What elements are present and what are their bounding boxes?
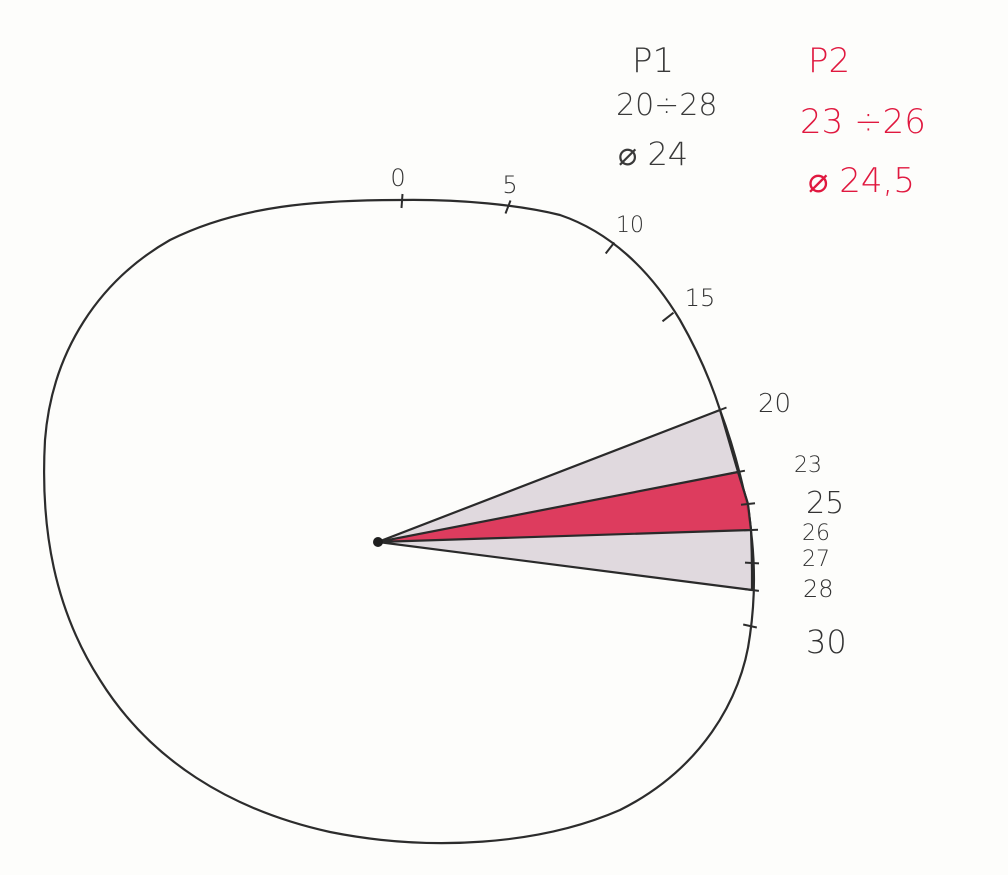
scale-label-30: 30: [806, 623, 847, 661]
scale-label-23: 23: [794, 453, 822, 478]
tick-20: [713, 406, 727, 414]
scale-ticks: [400, 193, 760, 629]
scale-label-26: 26: [802, 521, 830, 546]
p2-annotation: P2 23 ÷26 ⌀ 24,5: [800, 41, 926, 201]
tick-28: [744, 588, 760, 592]
dial-outline: [42, 198, 756, 845]
tick-27: [744, 561, 760, 565]
tick-0: [400, 193, 404, 209]
p1-annotation: P1 20÷28 ⌀ 24: [616, 41, 717, 173]
scale-label-25: 25: [806, 486, 844, 521]
tick-15: [661, 311, 675, 323]
p1-mean: ⌀ 24: [618, 135, 688, 173]
tick-25: [740, 502, 756, 506]
p2-mean: ⌀ 24,5: [808, 161, 915, 201]
scale-label-20: 20: [758, 389, 791, 419]
tick-30: [742, 623, 758, 629]
scale-label-27: 27: [802, 547, 830, 572]
p2-name: P2: [808, 41, 850, 81]
dial-center-point: [373, 537, 383, 547]
sector-p2: [376, 470, 753, 544]
tick-10: [604, 241, 616, 255]
tick-23: [730, 469, 746, 475]
scale-label-0: 0: [390, 164, 405, 192]
scale-label-15: 15: [685, 284, 716, 312]
p2-range: 23 ÷26: [800, 102, 926, 142]
p1-range: 20÷28: [616, 88, 717, 123]
scale-label-28: 28: [803, 575, 834, 603]
scale-label-10: 10: [616, 213, 644, 238]
sectors-layer: [376, 408, 754, 592]
tick-5: [504, 200, 512, 214]
scale-label-5: 5: [502, 171, 517, 199]
p1-name: P1: [632, 41, 674, 81]
